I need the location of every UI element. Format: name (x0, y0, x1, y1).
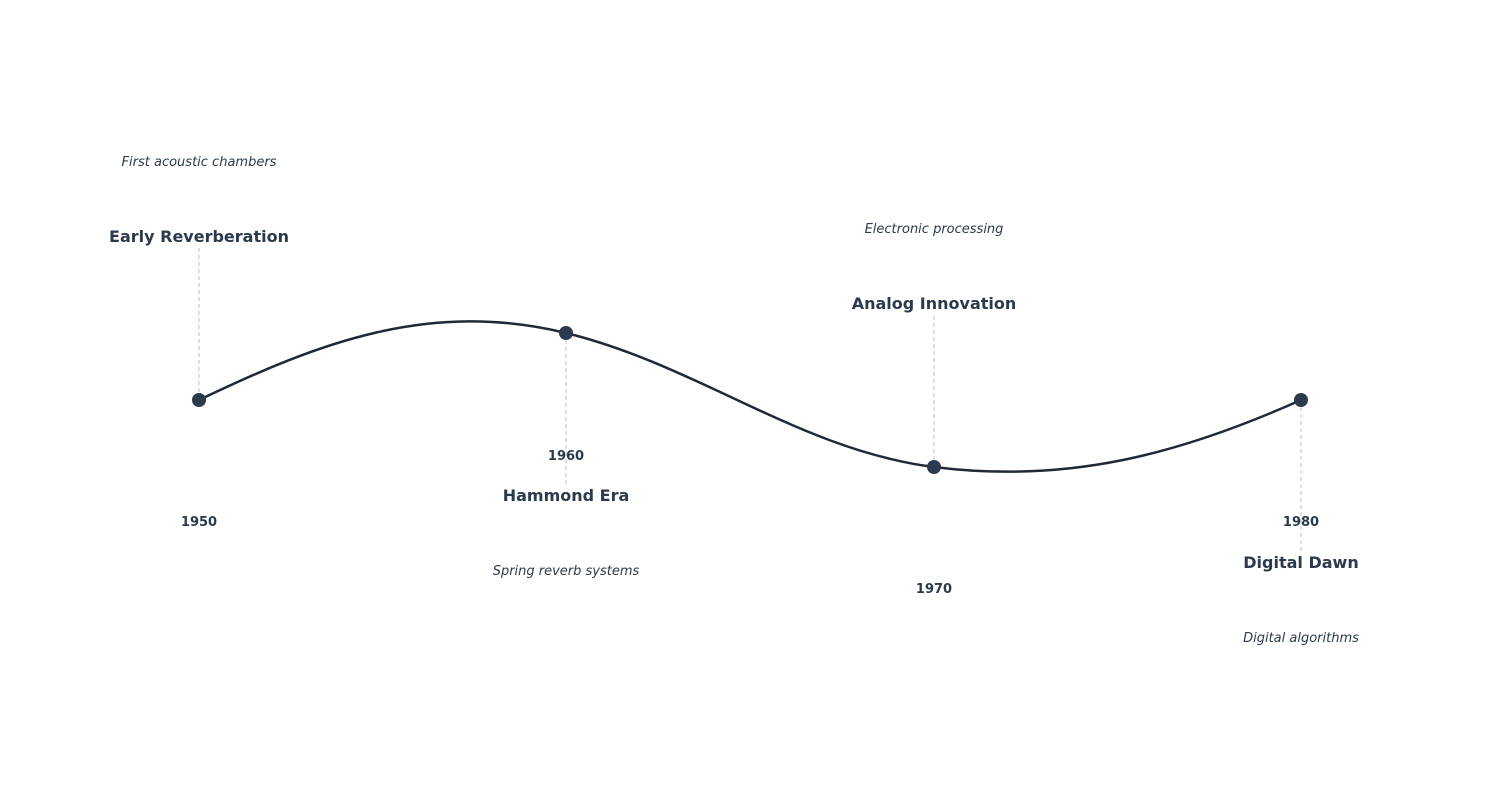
milestone-subtitle: Digital algorithms (1243, 631, 1359, 646)
timeline-marker (192, 393, 206, 407)
milestone-title: Analog Innovation (852, 294, 1017, 313)
timeline-marker (1294, 393, 1308, 407)
milestone-1970: Electronic processing Analog Innovation … (852, 222, 1017, 597)
milestone-title: Hammond Era (503, 486, 630, 505)
milestone-1960: 1960 Hammond Era Spring reverb systems (493, 326, 640, 579)
milestone-1980: 1980 Digital Dawn Digital algorithms (1243, 393, 1359, 646)
milestone-1950: First acoustic chambers Early Reverberat… (109, 155, 289, 530)
milestone-year: 1970 (916, 582, 952, 597)
milestone-subtitle: Spring reverb systems (493, 564, 640, 579)
milestone-year: 1960 (548, 449, 584, 464)
milestone-title: Digital Dawn (1243, 553, 1358, 572)
timeline-curve (198, 320, 1302, 473)
milestone-year: 1980 (1283, 515, 1319, 530)
milestone-year: 1950 (181, 515, 217, 530)
milestone-title: Early Reverberation (109, 227, 289, 246)
milestone-subtitle: Electronic processing (865, 222, 1004, 237)
milestone-subtitle: First acoustic chambers (122, 155, 277, 170)
timeline-marker (927, 460, 941, 474)
timeline-marker (559, 326, 573, 340)
